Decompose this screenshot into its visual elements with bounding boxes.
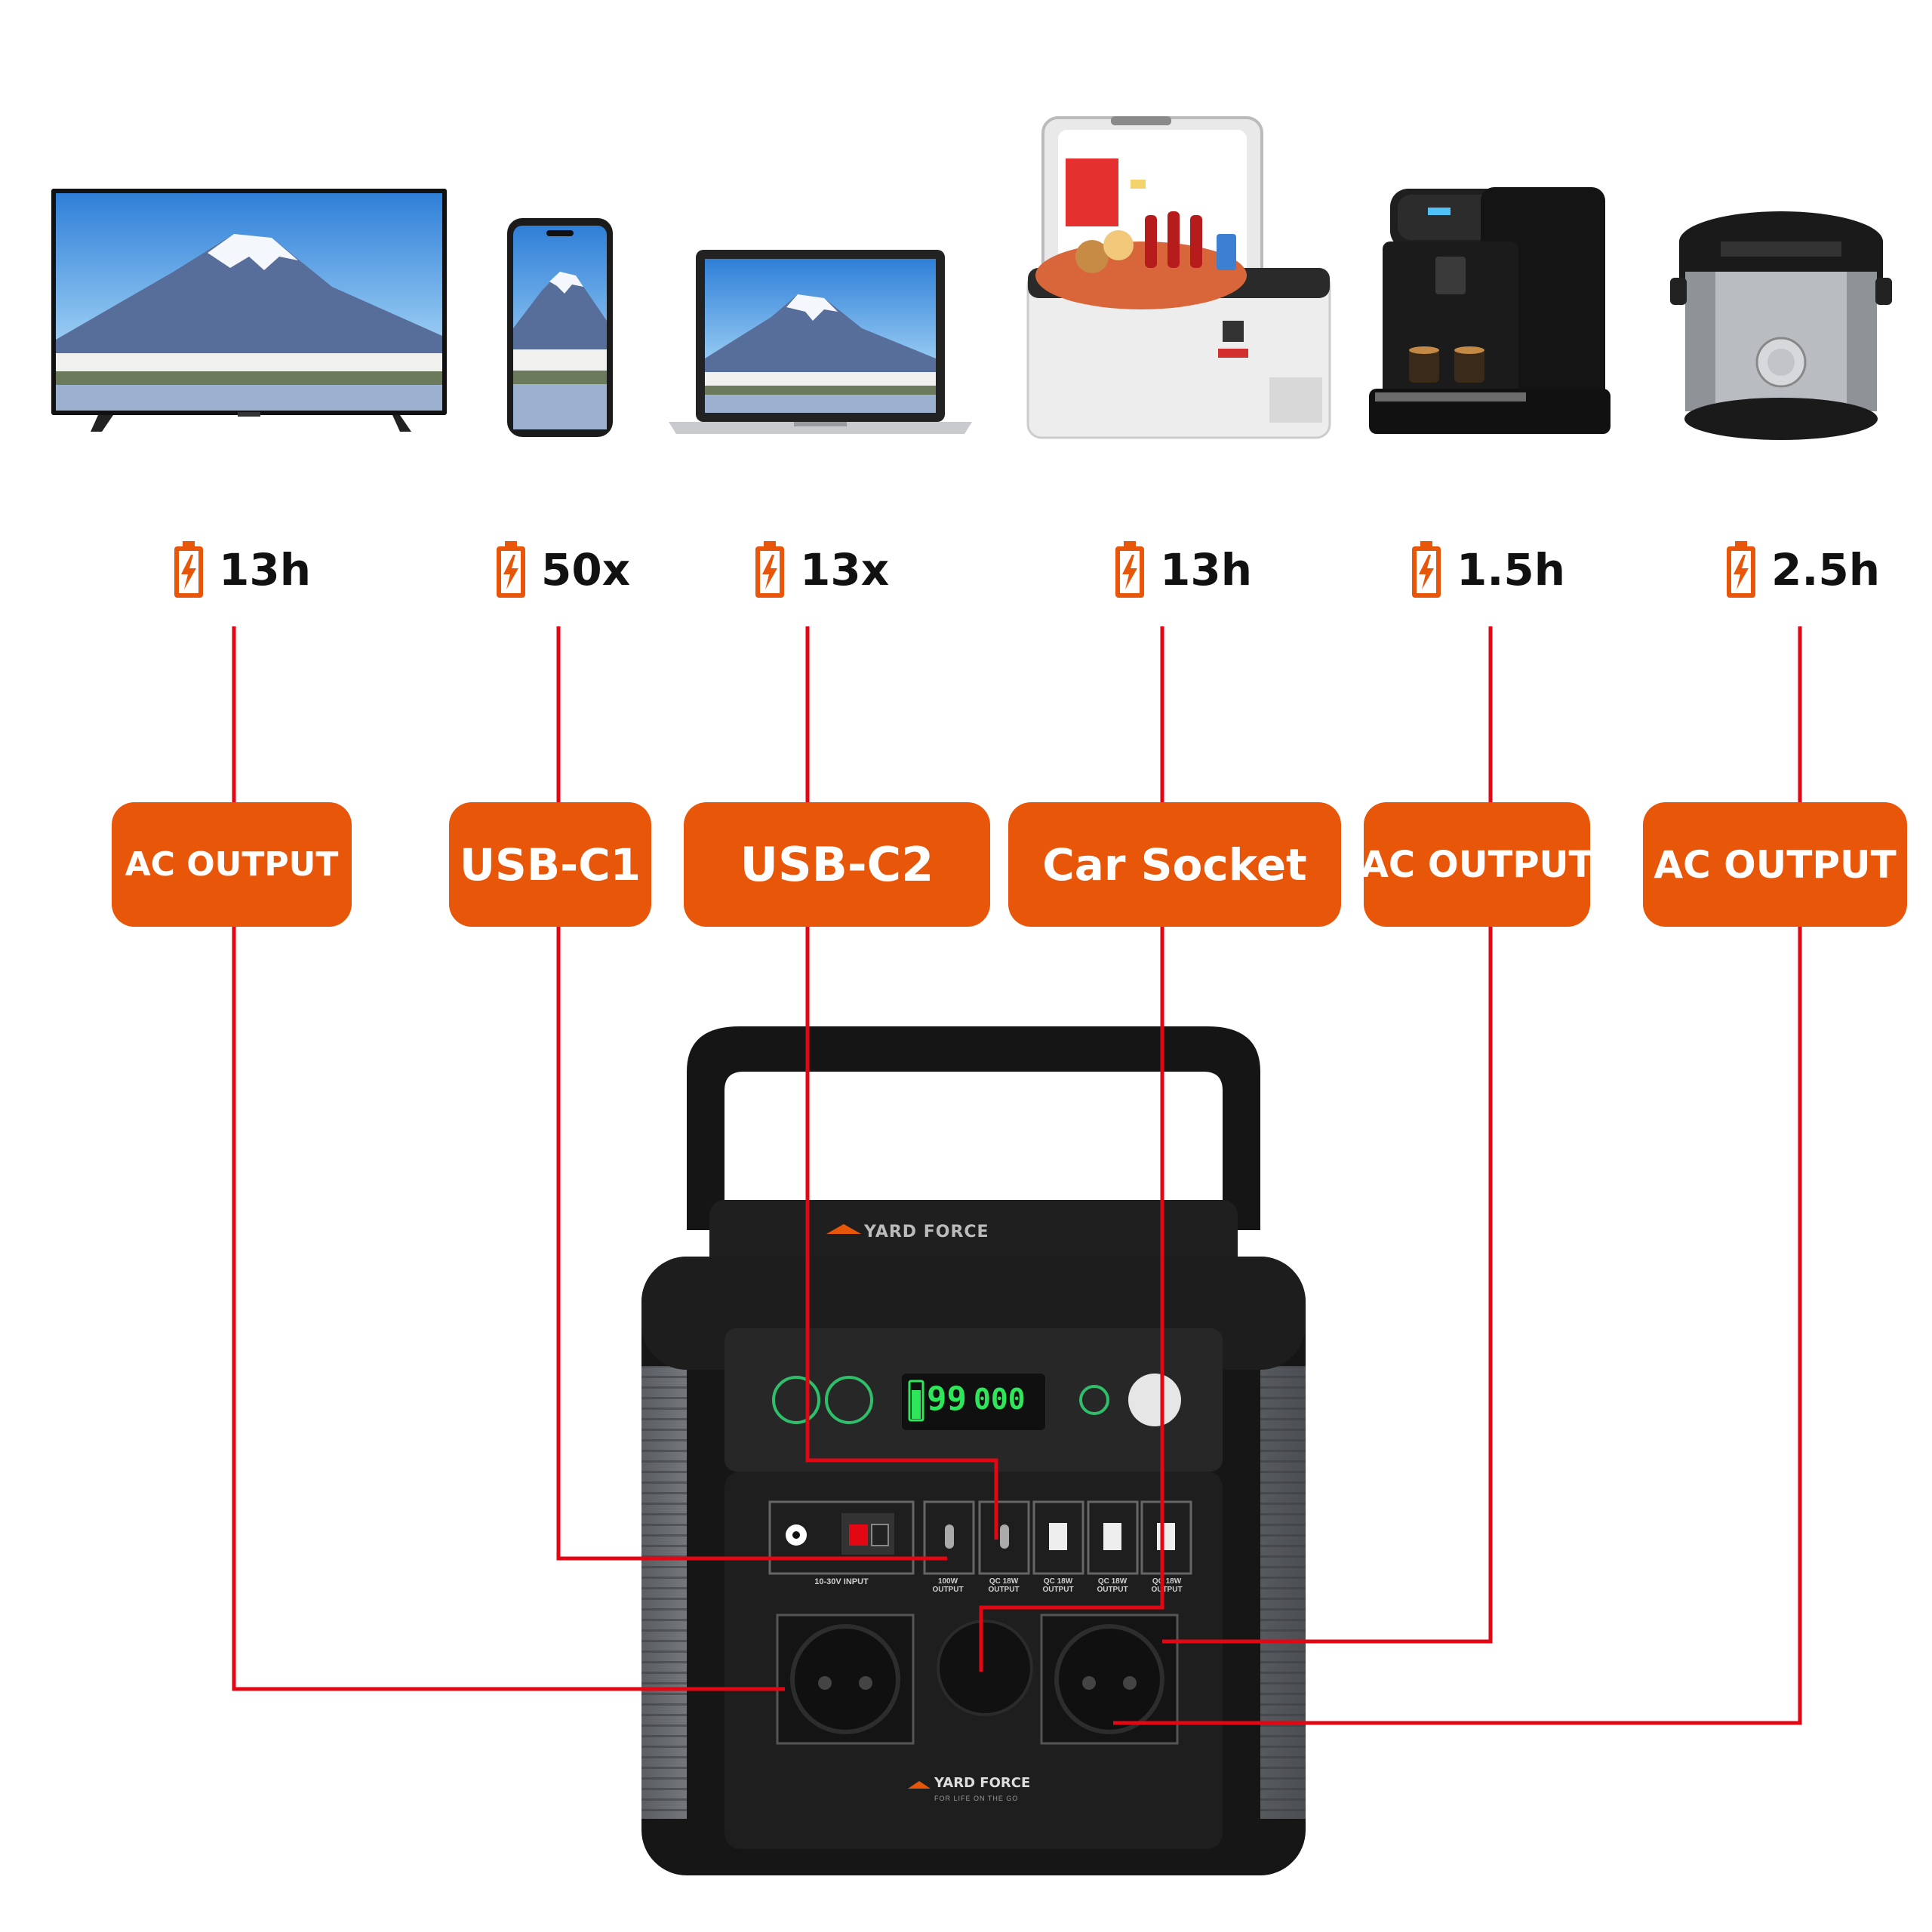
battery-icon bbox=[1727, 541, 1755, 598]
wire-coffee-machine bbox=[1162, 626, 1493, 1644]
battery-icon bbox=[174, 541, 203, 598]
runtime-value: 13h bbox=[1160, 544, 1253, 595]
port-badge-usb-c2: USB-C2 bbox=[684, 802, 990, 927]
port-label-input: 10-30V INPUT bbox=[814, 1577, 869, 1586]
wire-rice-cooker bbox=[1113, 626, 1802, 1725]
wire-laptop bbox=[805, 626, 998, 1540]
smartphone-image bbox=[507, 218, 613, 437]
coffee-machine-image bbox=[1369, 187, 1611, 434]
laptop-image bbox=[669, 250, 972, 434]
battery-icon bbox=[755, 541, 784, 598]
port-label-usbc1: 100W OUTPUT bbox=[932, 1577, 964, 1594]
runtime-value: 13h bbox=[219, 544, 312, 595]
brand-bottom: YARD FORCE bbox=[934, 1775, 1031, 1791]
port-badge-usb-c1: USB-C1 bbox=[449, 802, 651, 927]
battery-icon bbox=[1115, 541, 1144, 598]
brand-top: YARD FORCE bbox=[864, 1223, 989, 1241]
wire-car-fridge bbox=[979, 626, 1164, 1672]
port-label-usbc2: QC 18W OUTPUT bbox=[988, 1577, 1020, 1594]
display-watts: 000 bbox=[974, 1383, 1026, 1416]
rice-cooker-image bbox=[1670, 211, 1892, 440]
runtime-car-fridge: 13h bbox=[1113, 532, 1252, 608]
runtime-value: 2.5h bbox=[1771, 544, 1881, 595]
port-label-usba1: QC 18W OUTPUT bbox=[1042, 1577, 1074, 1594]
runtime-laptop: 13x bbox=[753, 532, 889, 608]
port-badge-ac-output: AC OUTPUT bbox=[112, 802, 352, 927]
port-badge-ac-output: AC OUTPUT bbox=[1361, 802, 1593, 927]
runtime-coffee-machine: 1.5h bbox=[1410, 532, 1565, 608]
runtime-value: 13x bbox=[800, 544, 890, 595]
port-badge-car-socket: Car Socket bbox=[1008, 802, 1341, 927]
tagline: FOR LIFE ON THE GO bbox=[934, 1795, 1019, 1802]
tv-image bbox=[51, 189, 447, 432]
runtime-rice-cooker: 2.5h bbox=[1724, 532, 1880, 608]
wire-tv bbox=[232, 626, 785, 1691]
runtime-value: 1.5h bbox=[1457, 544, 1566, 595]
battery-icon bbox=[497, 541, 525, 598]
runtime-tv: 13h bbox=[172, 532, 311, 608]
display-battery: 99 bbox=[927, 1380, 967, 1418]
wire-smartphone bbox=[556, 626, 947, 1561]
port-label-usba2: QC 18W OUTPUT bbox=[1097, 1577, 1128, 1594]
battery-icon bbox=[1412, 541, 1441, 598]
runtime-value: 50x bbox=[541, 544, 631, 595]
port-badge-ac-output: AC OUTPUT bbox=[1643, 802, 1907, 927]
car-fridge-image bbox=[1026, 116, 1331, 439]
runtime-smartphone: 50x bbox=[494, 532, 630, 608]
port-label-usba3: QC 18W OUTPUT bbox=[1151, 1577, 1183, 1594]
